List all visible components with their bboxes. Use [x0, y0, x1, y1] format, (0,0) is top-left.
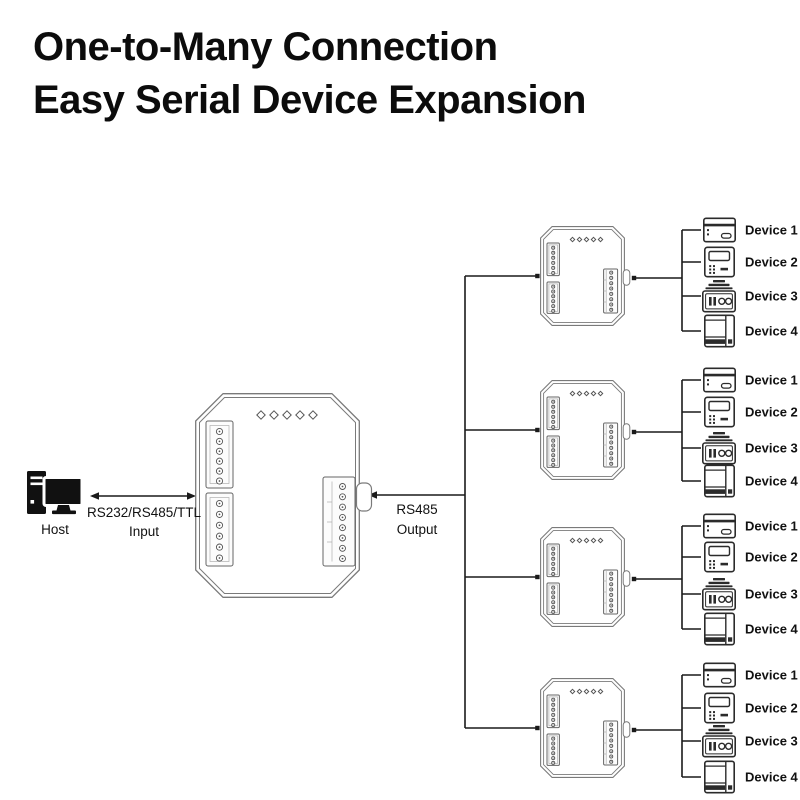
amplifier-icon	[701, 431, 737, 465]
hub-terminal-left-top	[205, 420, 234, 489]
media-player-icon	[702, 512, 737, 540]
device-bus-group-4	[681, 674, 701, 778]
amplifier-icon	[701, 724, 737, 758]
input-link-label-line1: RS232/RS485/TTL	[87, 505, 202, 520]
module-2-device-link	[631, 429, 682, 435]
device-bus-group-3	[681, 525, 701, 630]
arrowhead-left	[90, 492, 99, 500]
arrowhead-left	[368, 491, 377, 499]
title-line-1: One-to-Many Connection	[33, 25, 498, 69]
media-player-icon	[702, 661, 737, 689]
printer-icon	[703, 612, 736, 646]
module-4-device-link	[631, 727, 682, 733]
module-1-device-link	[631, 275, 682, 281]
hub-side-clip	[355, 482, 373, 512]
amplifier-icon	[701, 279, 737, 313]
keypad-terminal-icon	[703, 396, 736, 428]
keypad-terminal-icon	[703, 692, 736, 724]
printer-icon	[703, 760, 736, 794]
branch-to-module-2	[465, 427, 540, 433]
device-label: Device 1	[745, 668, 798, 683]
hub-led-row	[256, 410, 318, 420]
device-label: Device 2	[745, 255, 798, 270]
media-player-icon	[702, 217, 737, 243]
host-label: Host	[41, 522, 69, 537]
device-label: Device 2	[745, 701, 798, 716]
input-link	[90, 492, 196, 500]
device-label: Device 1	[745, 223, 798, 238]
device-label: Device 3	[745, 441, 798, 456]
device-label: Device 4	[745, 324, 799, 339]
expansion-module-3	[540, 527, 631, 627]
media-player-icon	[702, 366, 737, 394]
serial-hub-module	[195, 393, 373, 598]
device-label: Device 1	[745, 373, 798, 388]
device-label: Device 4	[745, 474, 799, 489]
output-link	[368, 491, 465, 499]
title-line-2: Easy Serial Device Expansion	[33, 78, 586, 122]
device-label: Device 2	[745, 405, 798, 420]
device-label: Device 2	[745, 550, 798, 565]
expansion-module-1	[540, 226, 631, 326]
module-3-device-link	[631, 576, 682, 582]
desktop-computer-icon	[27, 471, 84, 515]
branch-to-module-1	[465, 273, 540, 279]
input-link-label-line2: Input	[129, 524, 159, 539]
device-label: Device 4	[745, 770, 799, 785]
printer-icon	[703, 314, 736, 348]
arrowhead-right	[187, 492, 196, 500]
device-label: Device 4	[745, 622, 799, 637]
device-label: Device 1	[745, 519, 798, 534]
expansion-module-4	[540, 678, 631, 778]
expansion-module-2	[540, 380, 631, 480]
hub-terminal-right	[322, 476, 356, 567]
output-link-label-line2: Output	[397, 522, 438, 537]
hub-terminal-left-bottom	[205, 492, 234, 567]
device-bus-group-1	[681, 229, 701, 332]
keypad-terminal-icon	[703, 541, 736, 573]
device-label: Device 3	[745, 289, 798, 304]
branch-to-module-3	[465, 574, 540, 580]
page-title: One-to-Many Connection Easy Serial Devic…	[33, 21, 586, 127]
printer-icon	[703, 464, 736, 498]
device-label: Device 3	[745, 587, 798, 602]
amplifier-icon	[701, 577, 737, 611]
device-label: Device 3	[745, 734, 798, 749]
keypad-terminal-icon	[703, 246, 736, 278]
branch-to-module-4	[465, 725, 540, 731]
output-link-label-line1: RS485	[396, 502, 437, 517]
device-bus-group-2	[681, 379, 701, 482]
